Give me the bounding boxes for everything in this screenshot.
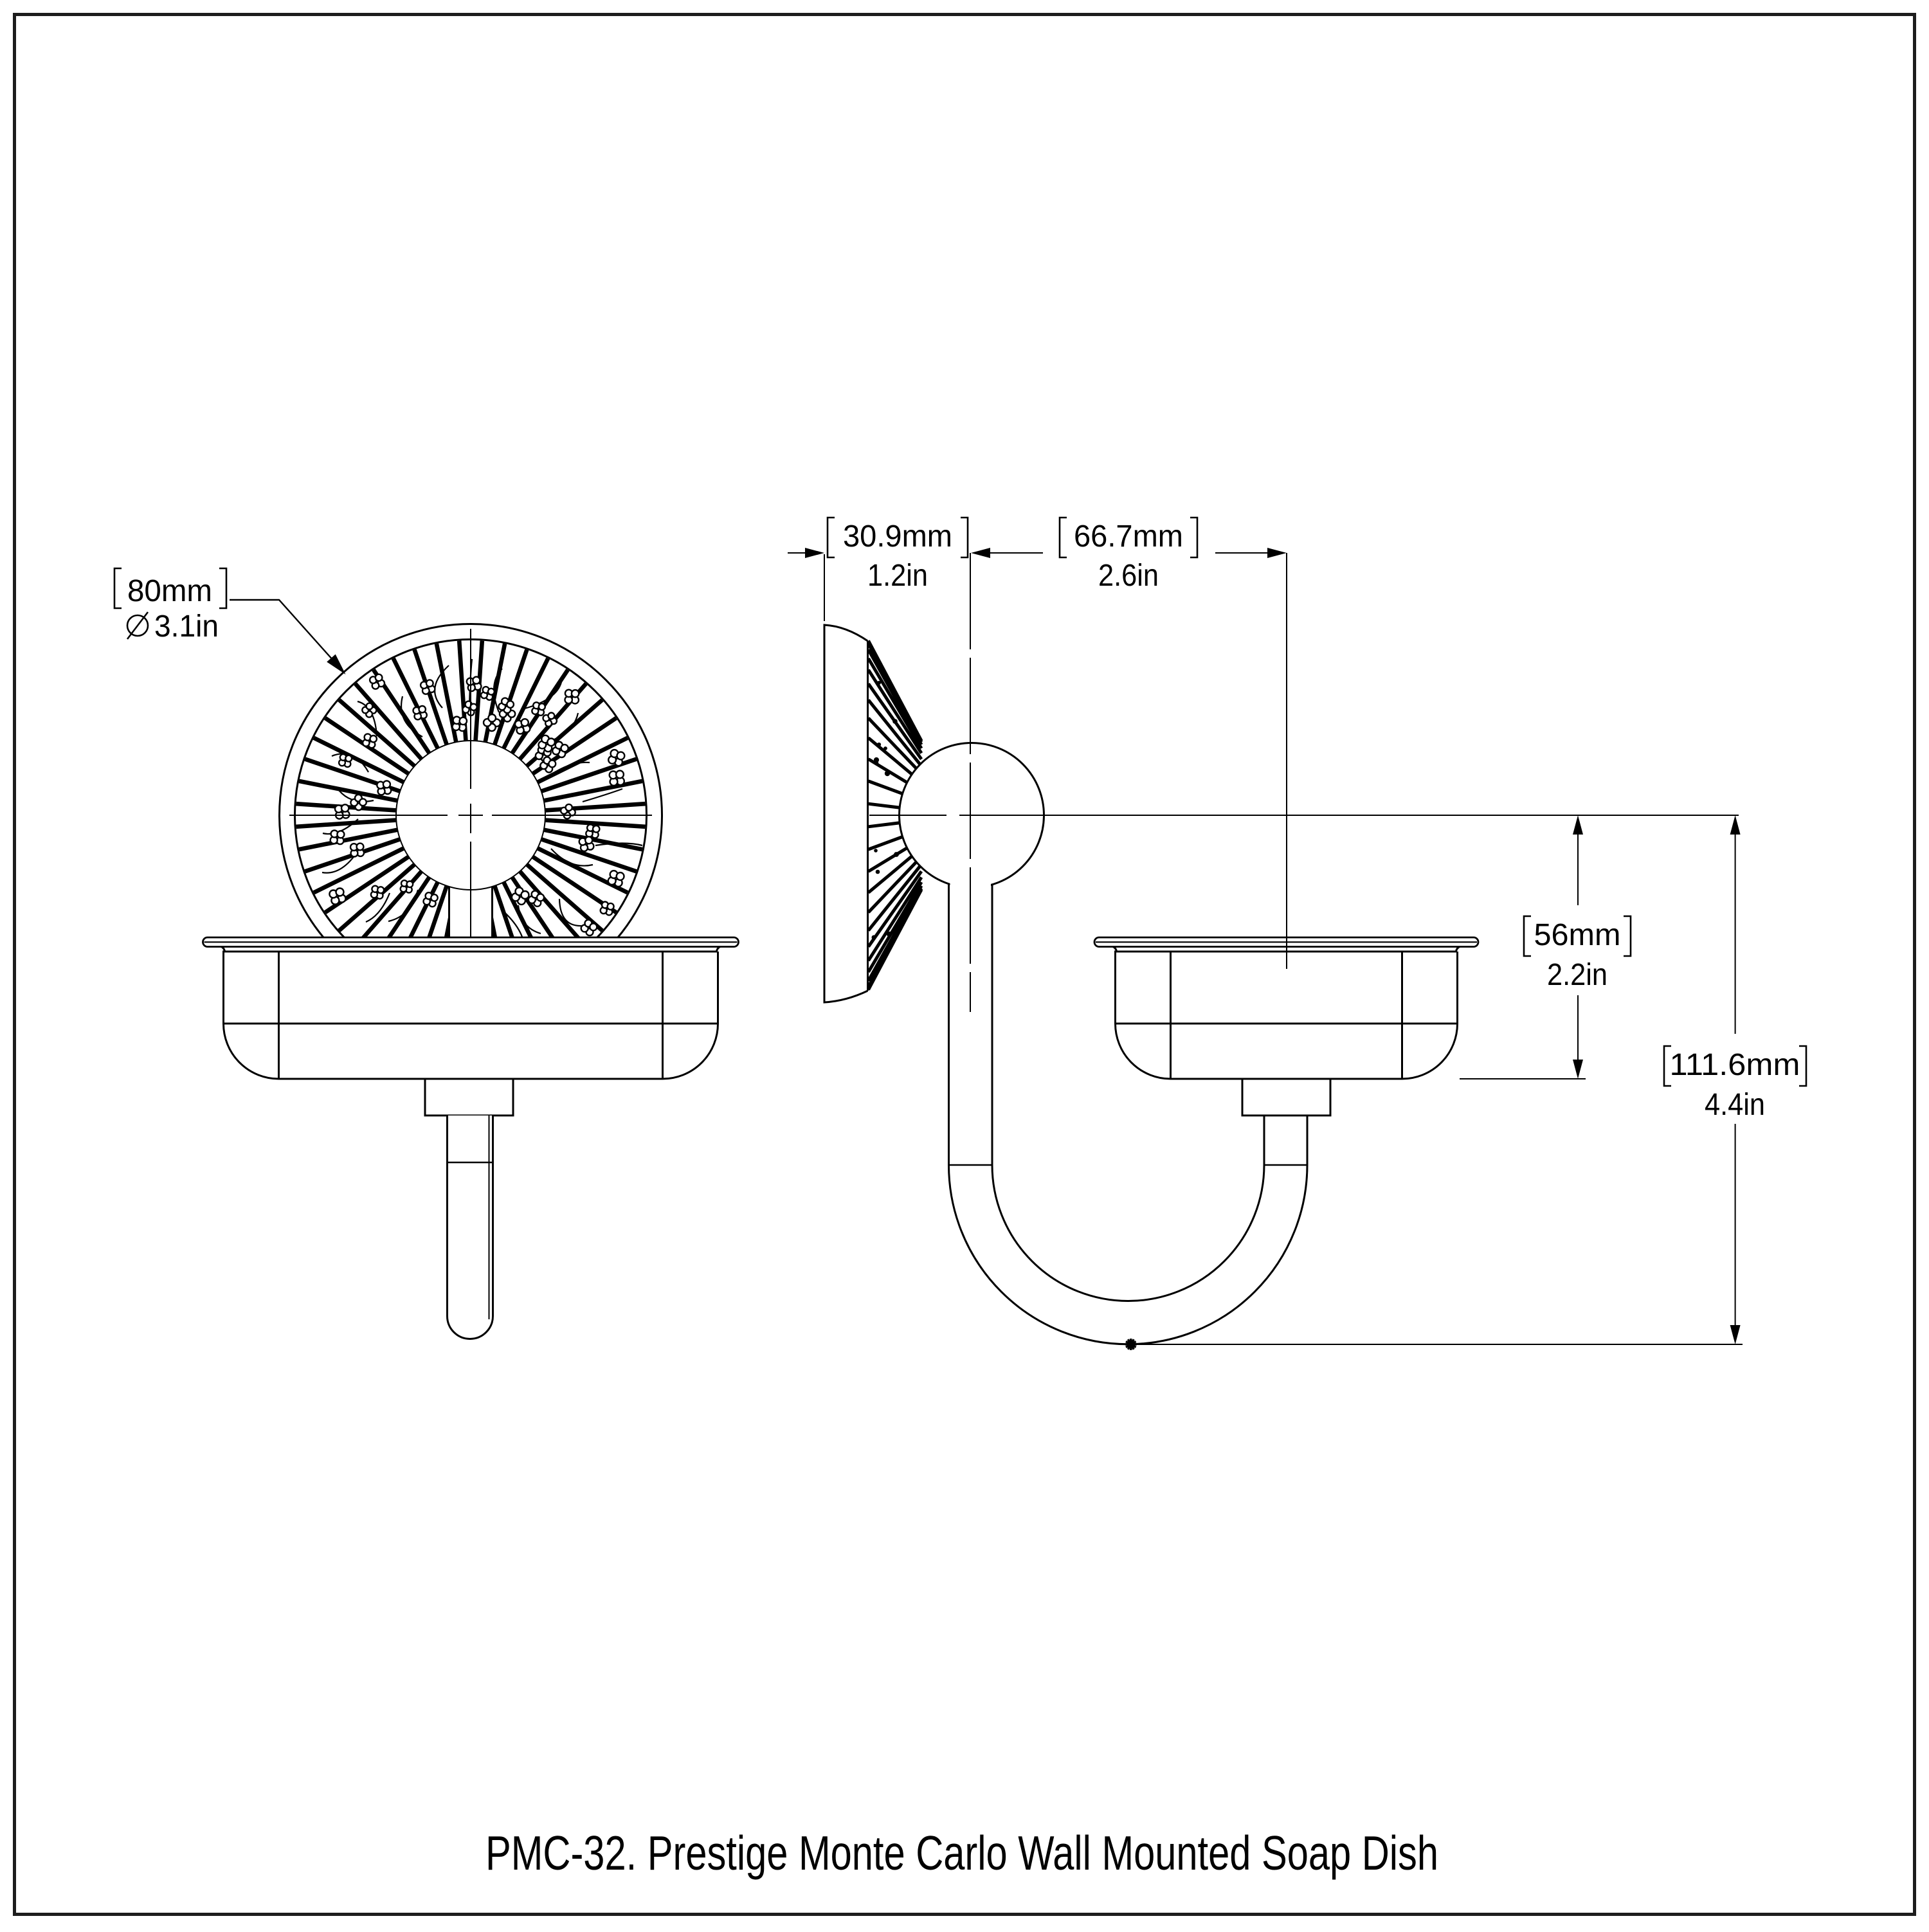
svg-text:1.2in: 1.2in [867,559,928,593]
svg-text:30.9mm: 30.9mm [843,519,952,554]
svg-text:66.7mm: 66.7mm [1074,519,1183,554]
svg-text:PMC-32. Prestige Monte Carlo W: PMC-32. Prestige Monte Carlo Wall Mounte… [485,1826,1438,1880]
svg-text:4.4in: 4.4in [1705,1088,1765,1122]
svg-text:2.2in: 2.2in [1547,958,1608,992]
svg-text:2.6in: 2.6in [1098,559,1159,593]
svg-text:80mm: 80mm [127,574,212,608]
svg-text:111.6mm: 111.6mm [1670,1048,1800,1082]
svg-text:3.1in: 3.1in [154,609,219,644]
svg-text:56mm: 56mm [1534,918,1621,952]
